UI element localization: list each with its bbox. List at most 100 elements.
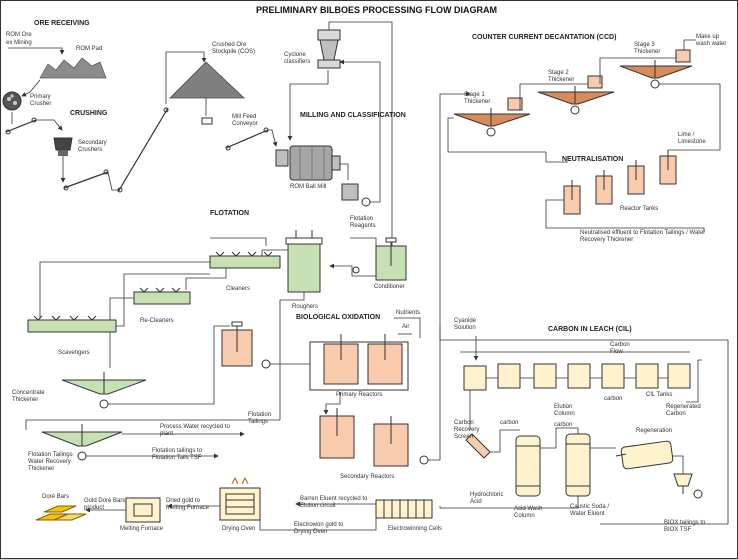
secondary-crusher-icon <box>53 137 73 156</box>
roughers-tail-line <box>279 292 305 420</box>
electrowinning-cells-icon <box>375 499 433 519</box>
section-ccd: COUNTER CURRENT DECANTATION (CCD) <box>472 34 617 41</box>
section-cil: CARBON IN LEACH (CIL) <box>548 326 632 333</box>
neutral-effluent-line <box>545 199 705 232</box>
label-gold-dore-bars-product: Gold Doré Bars product <box>84 498 126 511</box>
label-re-cleaners: Re-Cleaners <box>140 318 174 324</box>
ccd-overflow-line <box>447 117 546 153</box>
label-process-water: Process Water recycled to plant <box>160 424 230 437</box>
to-mill-line <box>268 129 278 147</box>
crushed-ore-stockpile-icon <box>169 61 246 99</box>
label-cleaners: Cleaners <box>226 286 251 292</box>
mill-sump-icon <box>341 183 359 201</box>
feed-to-crusher-line <box>21 79 41 97</box>
label-rom-ball-mill: ROM Ball Mill <box>290 184 327 190</box>
roughers-to-cleaners-line <box>261 249 288 256</box>
cleaners-to-recleaners-line <box>185 268 227 290</box>
to-stockpile-line <box>165 51 207 104</box>
label-electrowinning-cells: Electrowinning Cells <box>388 526 443 532</box>
stage1-thickener-icon <box>453 97 531 127</box>
label-lime-limestone: Lime / Limestone <box>678 132 706 145</box>
rom-pad-icon <box>39 57 107 79</box>
feeder-icon <box>201 117 213 125</box>
stage3-thickener-icon <box>619 49 693 79</box>
label-regeneration: Regeneration <box>636 428 673 434</box>
label-secondary-reactors: Secondary Reactors <box>340 474 395 480</box>
carbon-recovery-screen-icon <box>465 433 491 459</box>
biox-feed-tank-icon <box>221 321 253 367</box>
biox-feed-line <box>270 342 311 365</box>
drying-oven-icon <box>219 476 261 521</box>
label-carbon-2: carbon <box>500 420 519 426</box>
label-drying-oven: Drying Oven <box>222 526 256 532</box>
eluate-line <box>439 496 579 509</box>
regen-hopper-icon <box>673 473 693 494</box>
conveyor-3-icon <box>117 107 169 193</box>
label-electrowon-gold: Electrowon gold to Drying Oven <box>294 522 344 535</box>
label-dried-gold: Dried gold to Melting Furnace <box>166 498 210 511</box>
wash-water-line <box>683 39 696 50</box>
neutral-feed-line <box>545 152 568 163</box>
label-cyclone-classifiers: Cyclone classifiers <box>284 52 311 65</box>
label-dore-bars: Doré Bars <box>42 494 70 500</box>
conditioner-icon <box>375 237 407 281</box>
label-primary-crusher: Primary Crusher <box>30 94 52 107</box>
label-carbon-flow: Carbon Flow <box>610 342 630 355</box>
section-flotation: FLOTATION <box>210 210 250 217</box>
melting-furnace-icon <box>125 497 161 523</box>
stage1-pump-icon <box>486 127 496 137</box>
label-cos: Crushed Ore Stockpile (COS) <box>212 42 256 55</box>
label-make-up-wash-water: Make up wash water <box>696 34 727 47</box>
section-milling: MILLING AND CLASSIFICATION <box>300 112 406 119</box>
label-rom-ore: ROM Ore <box>6 32 32 38</box>
cleaners-tail-line <box>39 261 210 318</box>
nutrients-line <box>394 317 421 338</box>
label-roughers: Roughers <box>292 304 319 310</box>
cyclone-underflow-line <box>287 70 329 141</box>
label-acid-wash-column: Acid Wash Column <box>514 506 543 519</box>
regen-pump-icon <box>693 489 703 499</box>
label-caustic-soda: Caustic Soda / Water Eluent <box>570 504 610 517</box>
mill-discharge-line <box>340 163 349 180</box>
label-carbon-1: carbon <box>604 396 623 402</box>
ccd-underflow-line <box>659 83 721 151</box>
recleaners-icon <box>133 287 191 305</box>
cleaners-icon <box>209 251 281 269</box>
label-stage3-thickener: Stage 3 Thickener <box>634 42 661 55</box>
acid-to-elution-line <box>540 427 579 449</box>
pump-to-cyclone-line <box>339 59 381 203</box>
label-primary-reactors: Primary Reactors <box>336 392 383 398</box>
label-carbon-3: carbon <box>554 422 573 428</box>
primary-to-secondary-line <box>323 392 341 415</box>
label-reactor-tanks: Reactor Tanks <box>620 206 659 212</box>
label-regenerated-carbon: Regenerated Carbon <box>666 404 701 417</box>
reactor-tanks-icon <box>563 150 677 215</box>
label-carbon-recovery-screen: Carbon Recovery Screen <box>454 420 480 440</box>
cleaners-feed-line <box>210 237 267 246</box>
section-crushing: CRUSHING <box>70 110 108 117</box>
label-flotation-reagents: Flotation Reagents <box>350 216 376 229</box>
conveyor-1-icon <box>5 117 37 135</box>
to-secondary-line <box>36 119 63 131</box>
label-melting-furnace: Melting Furnace <box>120 526 164 532</box>
rom-ore-line <box>8 47 65 55</box>
label-scavengers: Scavengers <box>58 350 90 356</box>
secondary-reactors-icon <box>319 408 409 467</box>
roughers-icon <box>285 230 323 293</box>
stage2-to-stage3-line <box>599 57 676 84</box>
regenerated-carbon-return-line <box>686 359 702 403</box>
scavengers-icon <box>27 315 117 333</box>
cil-feed-loop-line <box>439 326 729 525</box>
regeneration-kiln-icon <box>615 440 674 470</box>
gold-to-oven-line <box>259 518 377 531</box>
primary-reactors-icon <box>309 334 409 391</box>
concentrate-thickener-icon <box>61 372 147 395</box>
thickener-pump-icon <box>99 399 109 409</box>
biox-discharge-pump-icon <box>419 455 429 465</box>
label-tails-to-tsf: Flotation tailings to Flotation Tails TS… <box>152 448 203 461</box>
label-concentrate-thickener: Concentrate Thickener <box>12 390 45 403</box>
label-air: Air <box>402 324 410 330</box>
scavengers-to-cleaners-line <box>116 273 210 327</box>
stage3-pump-icon <box>650 79 660 89</box>
mill-feed-conveyor-icon <box>225 127 269 151</box>
